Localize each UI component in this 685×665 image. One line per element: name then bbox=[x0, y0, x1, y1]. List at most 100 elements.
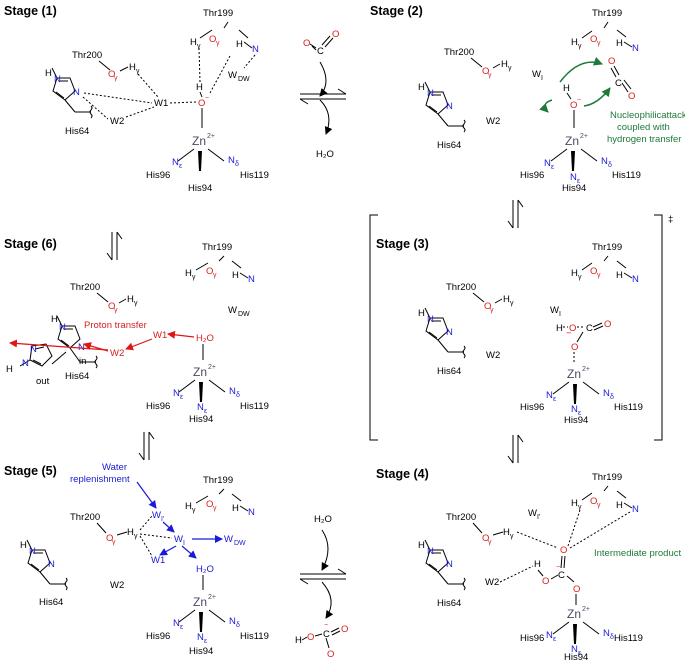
svg-text:C: C bbox=[586, 323, 593, 334]
svg-text:W2: W2 bbox=[110, 348, 124, 359]
svg-text:−: − bbox=[205, 95, 209, 102]
svg-text:H: H bbox=[127, 294, 134, 305]
svg-text:N: N bbox=[30, 344, 37, 355]
step-2-3 bbox=[507, 199, 524, 229]
svg-text:γ: γ bbox=[578, 43, 582, 50]
svg-text:γ: γ bbox=[213, 505, 217, 512]
svg-text:Thr199: Thr199 bbox=[203, 475, 233, 486]
svg-text:His94: His94 bbox=[188, 183, 212, 194]
svg-text:H: H bbox=[129, 62, 136, 73]
svg-text:H: H bbox=[185, 501, 192, 512]
stage-4: Stage (4) Thr199 H γ O γ H N Thr200 O γ … bbox=[376, 467, 681, 663]
svg-text:W1: W1 bbox=[151, 555, 165, 566]
svg-text:N: N bbox=[78, 342, 85, 353]
stage-4-title: Stage (4) bbox=[376, 467, 429, 481]
svg-text:N: N bbox=[172, 157, 179, 168]
svg-text:γ: γ bbox=[597, 502, 601, 509]
svg-text:W: W bbox=[228, 305, 237, 316]
svg-text:O: O bbox=[571, 342, 578, 353]
svg-text:O: O bbox=[332, 29, 339, 40]
svg-text:Thr200: Thr200 bbox=[70, 512, 100, 523]
svg-text:Water: Water bbox=[102, 462, 127, 473]
svg-text:γ: γ bbox=[510, 533, 514, 540]
svg-text:I': I' bbox=[537, 514, 540, 521]
svg-text:C: C bbox=[323, 629, 330, 640]
svg-text:H₂O: H₂O bbox=[316, 149, 334, 160]
svg-text:N: N bbox=[229, 616, 236, 627]
svg-text:Thr200: Thr200 bbox=[446, 282, 476, 293]
svg-text:His119: His119 bbox=[612, 170, 641, 181]
svg-text:N: N bbox=[601, 156, 608, 167]
svg-text:N: N bbox=[228, 155, 235, 166]
svg-text:His94: His94 bbox=[189, 646, 213, 657]
svg-text:H: H bbox=[616, 270, 623, 281]
svg-text:O: O bbox=[206, 266, 213, 277]
svg-text:γ: γ bbox=[578, 504, 582, 511]
w2-label: W2 bbox=[110, 116, 124, 127]
svg-text:O: O bbox=[573, 584, 580, 595]
svg-text:H: H bbox=[571, 498, 578, 509]
svg-text:N: N bbox=[571, 644, 578, 655]
svg-text:His119: His119 bbox=[240, 170, 269, 181]
svg-text:γ: γ bbox=[136, 68, 140, 75]
svg-text:H: H bbox=[6, 364, 13, 375]
svg-text:N: N bbox=[546, 630, 553, 641]
svg-text:γ: γ bbox=[488, 72, 492, 79]
svg-text:2+: 2+ bbox=[208, 364, 216, 371]
svg-text:N: N bbox=[446, 327, 453, 338]
svg-text:His96: His96 bbox=[520, 170, 544, 181]
stage-6-title: Stage (6) bbox=[4, 237, 57, 251]
zn-ion-3: Zn bbox=[567, 367, 581, 381]
step-1-6 bbox=[106, 231, 123, 261]
svg-text:ε: ε bbox=[204, 638, 207, 645]
svg-text:W: W bbox=[550, 305, 559, 316]
svg-text:N: N bbox=[173, 388, 180, 399]
svg-text:C: C bbox=[558, 570, 565, 581]
svg-text:His94: His94 bbox=[562, 183, 586, 194]
svg-text:H: H bbox=[556, 323, 563, 334]
zn-ion-1: Zn bbox=[192, 134, 206, 148]
svg-text:His96: His96 bbox=[520, 633, 544, 644]
svg-text:N: N bbox=[427, 88, 434, 99]
svg-text:γ: γ bbox=[597, 272, 601, 279]
svg-text:H₂O: H₂O bbox=[314, 514, 332, 525]
svg-text:N: N bbox=[197, 632, 204, 643]
svg-text:W: W bbox=[528, 508, 537, 519]
svg-text:H: H bbox=[232, 270, 239, 281]
svg-text:O: O bbox=[482, 533, 489, 544]
svg-text:O: O bbox=[307, 632, 314, 643]
svg-text:His94: His94 bbox=[564, 652, 588, 663]
step-3-4 bbox=[507, 434, 524, 464]
svg-text:N: N bbox=[570, 172, 577, 183]
svg-text:H₂O: H₂O bbox=[196, 333, 214, 344]
zn-ion-4: Zn bbox=[567, 607, 581, 621]
svg-text:W: W bbox=[174, 534, 183, 545]
svg-text:O: O bbox=[198, 98, 205, 109]
svg-text:γ: γ bbox=[114, 75, 118, 82]
svg-text:H: H bbox=[190, 37, 197, 48]
svg-text:N: N bbox=[248, 507, 255, 518]
svg-text:δ: δ bbox=[608, 162, 612, 169]
stage-3: ‡ Stage (3) Thr199 H γ O γ H N Thr200 O … bbox=[369, 214, 673, 441]
svg-text:N: N bbox=[632, 43, 639, 54]
svg-text:His64: His64 bbox=[437, 140, 461, 151]
svg-text:N: N bbox=[427, 314, 434, 325]
svg-text:N: N bbox=[446, 559, 453, 570]
stage-1-title: Stage (1) bbox=[4, 4, 57, 18]
svg-text:N: N bbox=[603, 628, 610, 639]
svg-text:Thr199: Thr199 bbox=[592, 8, 622, 19]
svg-text:replenishment: replenishment bbox=[70, 474, 130, 485]
svg-text:H: H bbox=[616, 500, 623, 511]
svg-text:2+: 2+ bbox=[582, 366, 590, 373]
svg-text:δ: δ bbox=[610, 634, 614, 641]
svg-text:H: H bbox=[503, 294, 510, 305]
svg-text:ε: ε bbox=[551, 164, 554, 171]
svg-text:2+: 2+ bbox=[580, 133, 588, 140]
svg-text:His119: His119 bbox=[240, 631, 269, 642]
svg-text:His94: His94 bbox=[564, 415, 588, 426]
svg-text:γ: γ bbox=[112, 539, 116, 546]
svg-text:O: O bbox=[628, 91, 635, 102]
svg-text:W: W bbox=[224, 534, 233, 545]
svg-text:H: H bbox=[534, 559, 541, 570]
